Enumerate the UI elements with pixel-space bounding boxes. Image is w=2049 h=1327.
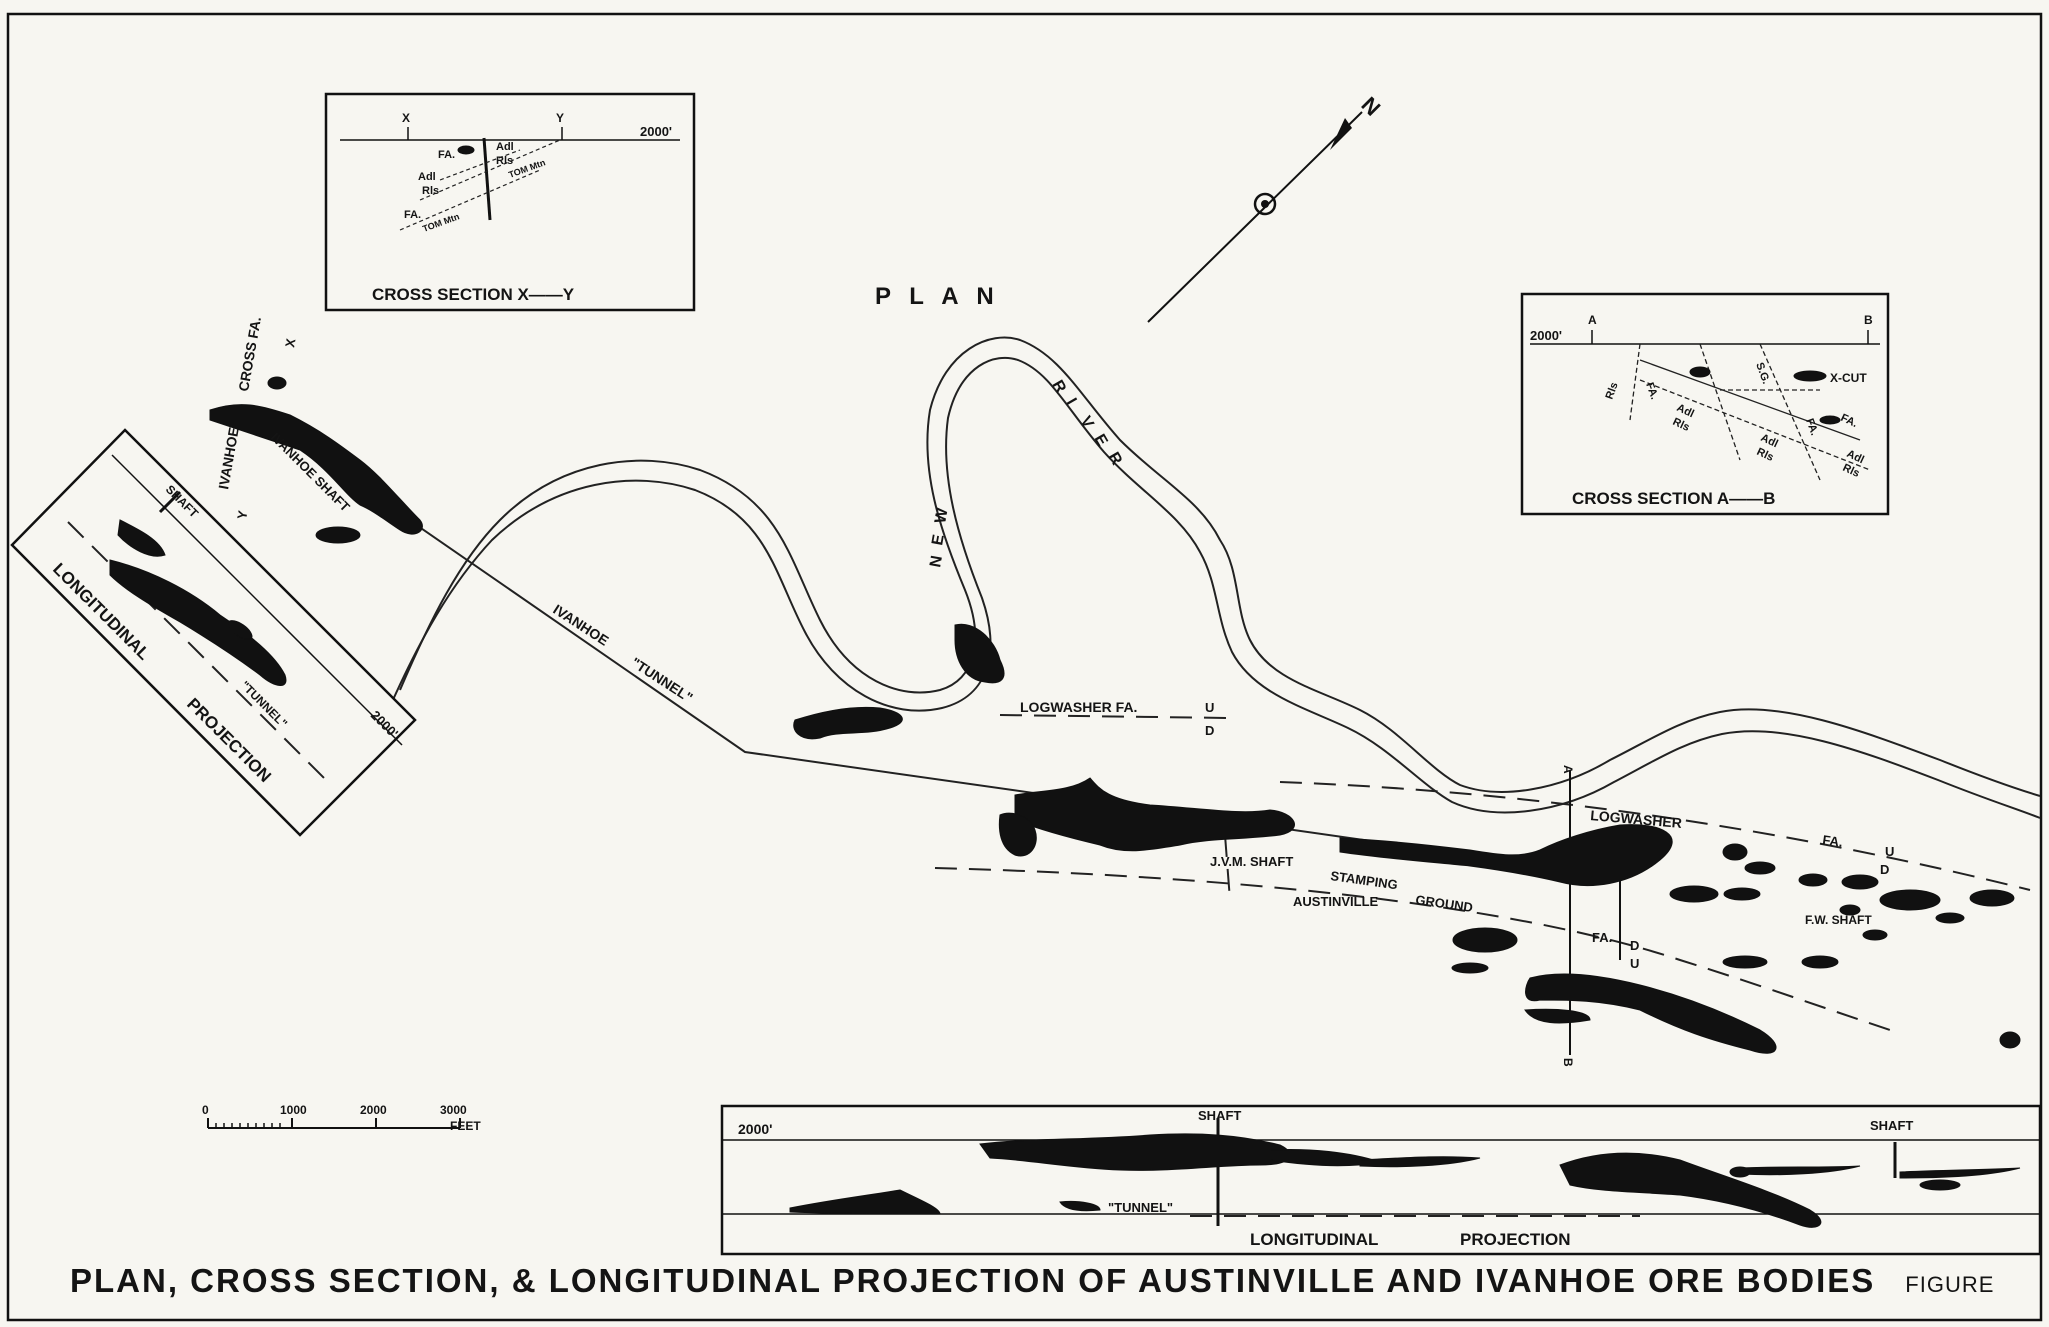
scale-tick: 2000: [360, 1103, 387, 1117]
logwasher-fault: [999, 714, 1231, 719]
fault-u: U: [1885, 844, 1894, 859]
xy-elevation: 2000': [640, 124, 672, 139]
longitudinal-projection-bottom: 2000' SHAFT SHAFT "TUNNEL" LONGITUDINAL …: [720, 1104, 2042, 1256]
ground-label: GROUND: [1415, 892, 1474, 915]
stamping-label: STAMPING: [1330, 868, 1399, 892]
xy-geo-label: Rls: [496, 155, 513, 167]
ab-geo-label: X-CUT: [1830, 371, 1867, 385]
ore-bodies: [209, 376, 2021, 1054]
ivanhoe-tunnel: [249, 409, 1576, 871]
scale-tick: 3000: [440, 1103, 467, 1117]
long-bottom-tunnel: "TUNNEL": [1108, 1200, 1173, 1215]
scale-bar: 0 1000 2000 3000 FEET: [202, 1103, 481, 1133]
fault-d: D: [1630, 938, 1639, 953]
north-label: N: [1356, 92, 1385, 121]
fault-label: FA.: [1822, 832, 1844, 850]
river-letter: V: [1077, 414, 1097, 432]
long-bottom-shaft: SHAFT: [1198, 1108, 1241, 1123]
xy-geo-label: FA.: [438, 149, 455, 161]
ab-b-marker: B: [1864, 313, 1873, 327]
long-bottom-shaft: SHAFT: [1870, 1118, 1913, 1133]
logwasher-fault-label: LOGWASHER FA.: [1020, 699, 1137, 715]
cross-section-ab: A B 2000' Rls FA. S.G. X-CUT Adl Rls FA.…: [1520, 292, 1890, 516]
xy-y-marker: Y: [556, 111, 564, 125]
section-a-marker: A: [1561, 765, 1575, 774]
cross-fault-label: CROSS FA.: [235, 315, 264, 392]
ab-elevation: 2000': [1530, 328, 1562, 343]
long-bottom-caption: LONGITUDINAL: [1250, 1230, 1378, 1249]
river-letter: W: [932, 506, 952, 525]
ivanhoe-tunnel-label: "TUNNEL": [628, 654, 695, 706]
fault-line: [934, 867, 1891, 1031]
austinville-label: AUSTINVILLE: [1293, 894, 1379, 909]
fault-u: U: [1205, 700, 1214, 715]
jvm-shaft-label: J.V.M. SHAFT: [1210, 854, 1293, 869]
river-letter: N: [927, 554, 946, 568]
scale-unit: FEET: [450, 1119, 481, 1133]
river-letter: E: [929, 533, 948, 547]
fault-label: FA.: [1592, 930, 1612, 945]
fault-d: D: [1880, 862, 1889, 877]
title-text: PLAN, CROSS SECTION, & LONGITUDINAL PROJ…: [70, 1262, 1876, 1299]
new-river: [391, 336, 2041, 819]
x-marker: X: [282, 337, 298, 348]
river-letter: I: [1063, 396, 1080, 408]
xy-geo-label: FA.: [404, 209, 421, 221]
scale-tick: 0: [202, 1103, 209, 1117]
y-marker: Y: [234, 509, 250, 520]
scale-tick: 1000: [280, 1103, 307, 1117]
ab-geo-label: FA.: [1643, 381, 1660, 401]
ab-a-marker: A: [1588, 313, 1597, 327]
ab-caption: CROSS SECTION A——B: [1572, 489, 1775, 508]
page-title: PLAN, CROSS SECTION, & LONGITUDINAL PROJ…: [70, 1262, 1993, 1300]
xy-geo-label: Adl: [418, 171, 436, 183]
fault-u: U: [1630, 956, 1639, 971]
xy-x-marker: X: [402, 111, 410, 125]
plan-heading: P L A N: [875, 283, 1000, 310]
long-bottom-elev: 2000': [738, 1121, 772, 1137]
ab-geo-label: Rls: [1604, 381, 1621, 401]
ivanhoe-label: IVANHOE: [215, 426, 242, 491]
north-arrow: N: [1147, 92, 1385, 323]
xy-geo-label: Rls: [422, 185, 439, 197]
fault-line: [1279, 781, 2031, 891]
river-letter: R: [1105, 450, 1126, 469]
figure-label: FIGURE: [1905, 1272, 1995, 1297]
map-border: [6, 12, 2043, 1322]
ab-geo-label: FA.: [1803, 417, 1820, 437]
fw-shaft-label: F.W. SHAFT: [1805, 913, 1872, 927]
xy-geo-label: Adl: [496, 141, 514, 153]
river-label: N E W R I V E R: [927, 378, 1125, 569]
section-b-marker: B: [1561, 1058, 1575, 1067]
logwasher-label: LOGWASHER: [1590, 807, 1683, 831]
fault-d: D: [1205, 723, 1214, 738]
xy-caption: CROSS SECTION X——Y: [372, 285, 575, 304]
cross-section-xy: X Y 2000' FA. Adl Rls Adl Rls TOM Mtn FA…: [324, 92, 696, 312]
long-bottom-caption: PROJECTION: [1460, 1230, 1571, 1249]
fault-line: [1224, 834, 1231, 901]
